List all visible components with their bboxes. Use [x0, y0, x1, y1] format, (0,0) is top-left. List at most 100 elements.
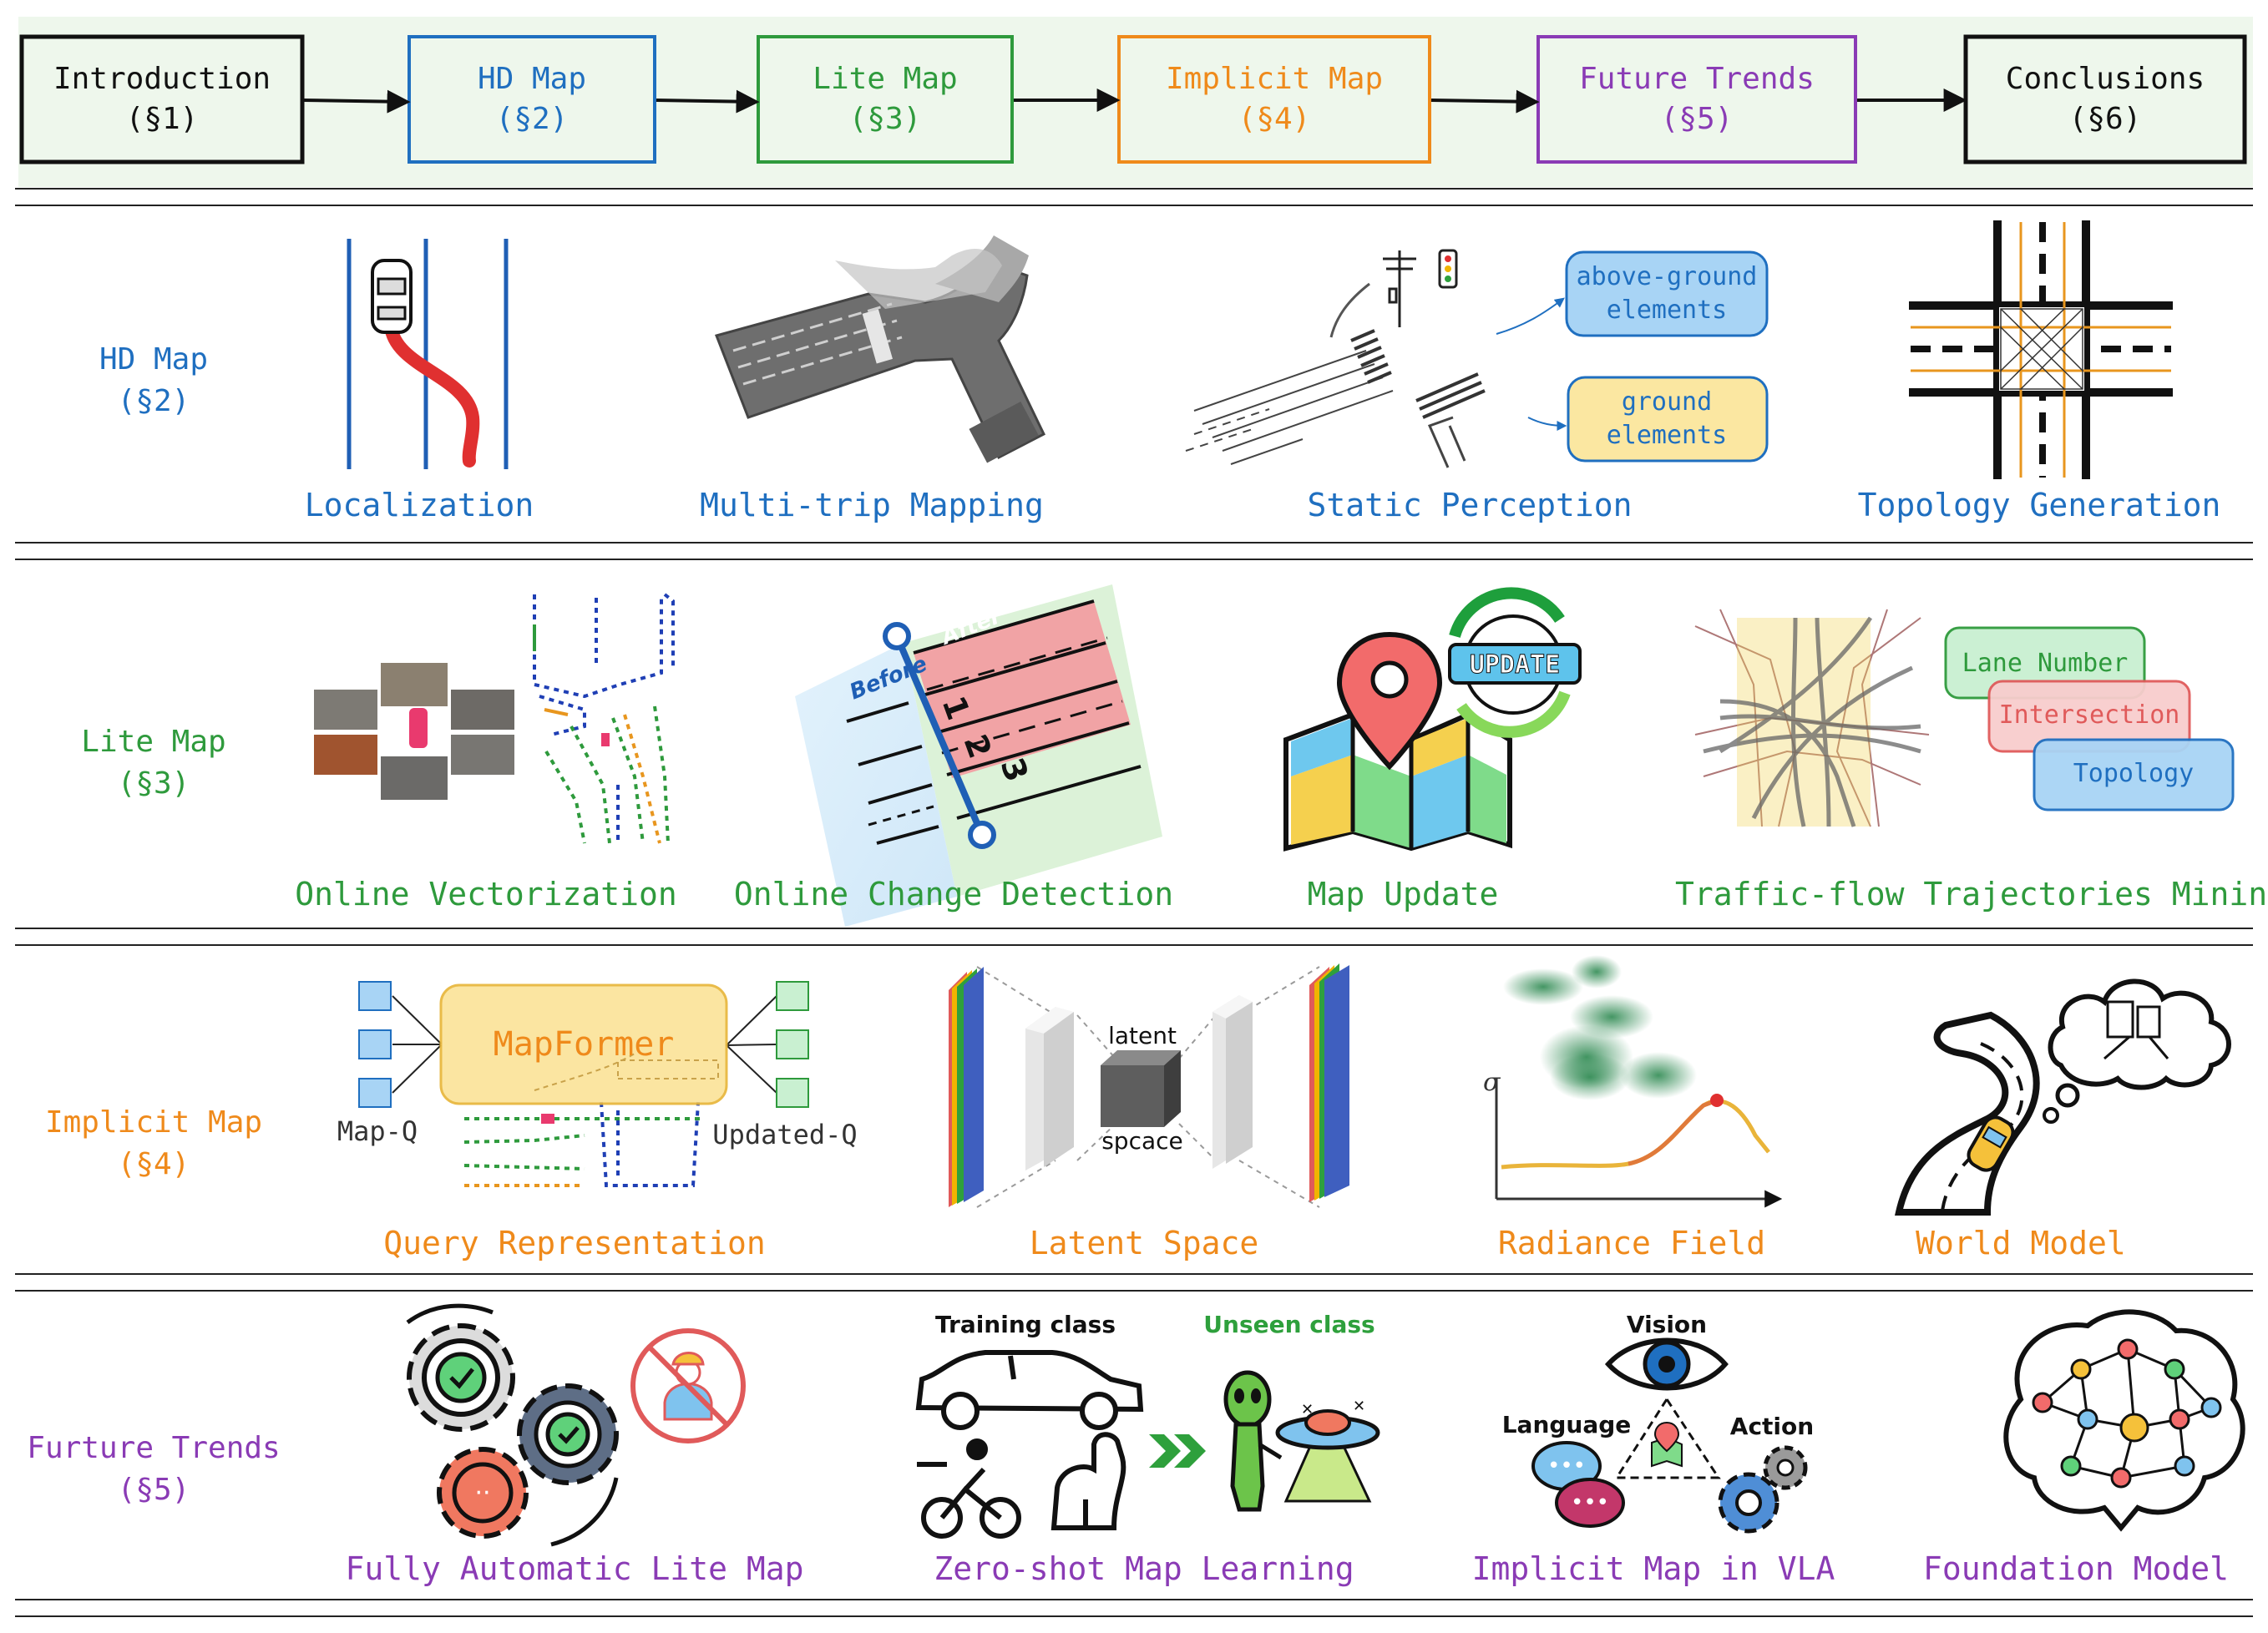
alien-icon: [1223, 1370, 1283, 1512]
flow-arrow: [656, 89, 760, 114]
map-query-token: [358, 981, 392, 1011]
flow-title: HD Map: [478, 62, 586, 96]
mapformer-block: [439, 983, 728, 1105]
tag-text: Topology: [2073, 759, 2195, 788]
flow-title: Lite Map: [813, 62, 957, 96]
static-perception-illustration: above-ground elements ground elements: [1185, 249, 1769, 468]
item-label: Zero-shot Map Learning: [934, 1550, 1354, 1587]
row-future-trends: Furture Trends (§5) ··: [27, 1303, 2245, 1587]
language-label: Language: [1502, 1411, 1632, 1438]
unseen-class-label: Unseen class: [1203, 1311, 1374, 1338]
gear-icon: [407, 1323, 515, 1432]
dog-icon: [1050, 1432, 1126, 1530]
thought-cloud-icon: [2043, 978, 2231, 1124]
multi-trip-mapping-illustration: [715, 235, 1045, 463]
row-title: HD Map: [99, 342, 208, 377]
latent-space-illustration: latent spcace: [949, 963, 1349, 1208]
flow-box: [757, 35, 1014, 164]
updated-q-label: Updated-Q: [712, 1119, 857, 1150]
row-sec: (§3): [118, 766, 190, 801]
row-separators: [15, 542, 2253, 1617]
chat-bubbles-icon: ••• •••: [1531, 1441, 1625, 1528]
training-class-label: Training class: [935, 1311, 1116, 1338]
flow-box: [1117, 35, 1431, 164]
tag-text: Lane Number: [1962, 649, 2129, 678]
updated-query-token: [776, 1078, 809, 1108]
flow-arrows: [303, 88, 1967, 114]
flow-step-lite-map: Lite Map (§3): [757, 35, 1014, 164]
radiance-field-illustration: σ: [1483, 955, 1783, 1208]
flow-step-future-trends: Future Trends (§5): [1536, 35, 1857, 164]
flow-title: Conclusions: [2006, 62, 2205, 96]
car-icon: [371, 259, 413, 334]
item-label: Online Change Detection: [734, 876, 1173, 913]
eye-icon: [1604, 1337, 1729, 1391]
crosswalk: [1350, 329, 1486, 419]
bubble-text: elements: [1607, 296, 1728, 325]
map-pin-icon: [1651, 1421, 1683, 1468]
sparkle-icon: ✕: [1301, 1401, 1314, 1418]
item-label: Latent Space: [1030, 1225, 1259, 1261]
flow-step-introduction: Introduction (§1): [19, 34, 305, 164]
item-label: Fully Automatic Lite Map: [345, 1550, 803, 1587]
row-sec: (§4): [118, 1147, 190, 1181]
no-worker-icon: [630, 1328, 746, 1443]
flow-box: [408, 35, 656, 164]
vector-map: [533, 593, 675, 844]
flow-arrow: [1430, 89, 1540, 114]
flow-sec: (§6): [2069, 102, 2142, 136]
map-query-token: [358, 1078, 392, 1108]
item-label: Static Perception: [1308, 487, 1633, 523]
action-label: Action: [1730, 1413, 1814, 1440]
gear-icon: [517, 1383, 619, 1485]
world-model-illustration: [1895, 978, 2231, 1216]
flow-box: [19, 34, 305, 164]
chevrons-icon: [1149, 1434, 1206, 1468]
flow-step-conclusions: Conclusions (§6): [1963, 34, 2247, 164]
latent-cube: [1101, 1050, 1181, 1127]
spcace-label: spcace: [1101, 1127, 1183, 1155]
item-label: Foundation Model: [1923, 1550, 2229, 1587]
fully-automatic-illustration: ··: [406, 1303, 746, 1547]
row-title: Lite Map: [81, 725, 225, 759]
updated-query-token: [776, 1029, 809, 1059]
ground-bubble: ground elements: [1567, 376, 1769, 463]
topology-generation-illustration: [1909, 220, 2173, 479]
item-label: World Model: [1916, 1225, 2126, 1261]
cyclist-icon: [917, 1438, 1021, 1539]
traffic-light-icon: [1438, 249, 1458, 289]
above-ground-bubble: above-ground elements: [1565, 250, 1769, 337]
peak-point: [1710, 1094, 1724, 1107]
neural-nodes: [2032, 1338, 2222, 1489]
ground-markings: [1185, 350, 1394, 465]
sigma-label: σ: [1483, 1068, 1501, 1097]
sparkle-icon: ✕: [1353, 1398, 1365, 1415]
row-sec: (§5): [118, 1473, 190, 1507]
ellipsis-icon: ··: [474, 1479, 490, 1508]
flow-box: [1963, 34, 2247, 164]
svg-text:•••: •••: [1571, 1490, 1609, 1515]
svg-text:•••: •••: [1547, 1454, 1586, 1479]
tag-topology: Topology: [2033, 738, 2235, 811]
flow-title: Introduction: [53, 62, 271, 96]
row-sec: (§2): [118, 384, 190, 418]
tag-intersection: Intersection: [1987, 680, 2191, 753]
map-query-token: [358, 1029, 392, 1059]
vla-illustration: Vision Language Action ••• •••: [1502, 1311, 1814, 1534]
winding-road: [1895, 1011, 2040, 1216]
item-label: Online Vectorization: [295, 876, 677, 913]
flow-step-hd-map: HD Map (§2): [408, 35, 656, 164]
utility-pole-icon: [1383, 250, 1416, 327]
flow-sec: (§3): [849, 102, 922, 136]
item-label: Traffic-flow Trajectories Mining: [1675, 876, 2268, 913]
vector-map-below: [463, 1101, 701, 1187]
update-icon: UPDATE: [1448, 587, 1582, 738]
flow-title: Implicit Map: [1166, 62, 1383, 96]
item-label: Topology Generation: [1858, 487, 2221, 523]
location-pin-icon: [1336, 631, 1443, 771]
bubble-text: ground: [1622, 387, 1712, 417]
ufo-icon: ✕ ✕: [1275, 1398, 1380, 1503]
tag-text: Intersection: [1999, 700, 2180, 730]
camera-views: [314, 663, 514, 800]
flow-sec: (§1): [126, 102, 199, 136]
